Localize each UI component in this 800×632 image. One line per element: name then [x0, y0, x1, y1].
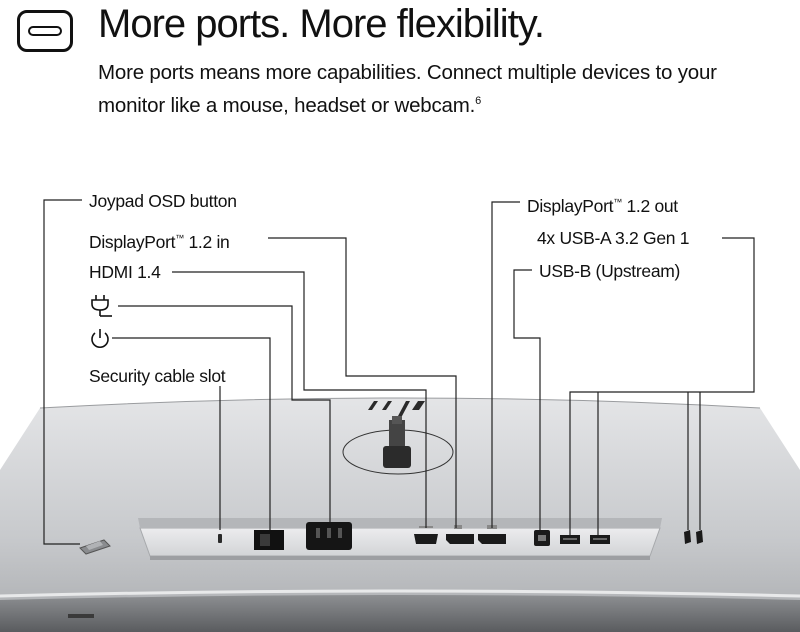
security-cable-slot	[218, 534, 222, 543]
header: More ports. More flexibility. More ports…	[0, 0, 800, 120]
page-subtitle: More ports means more capabilities. Conn…	[98, 61, 717, 117]
callout-security-cable-slot: Security cable slot	[89, 366, 226, 386]
power-switch	[254, 530, 284, 550]
callout-leader-lines	[43, 199, 755, 545]
usb-a-ports	[560, 535, 610, 544]
usb-a-side-ports	[684, 530, 703, 544]
callout-usb-a: 4x USB-A 3.2 Gen 1	[537, 228, 690, 248]
hp-logo-icon	[368, 401, 425, 416]
power-button-icon	[91, 329, 109, 348]
callout-joypad-osd-button: Joypad OSD button	[89, 191, 237, 211]
monitor-bottom-edge	[0, 595, 800, 632]
callout-usb-b-upstream: USB-B (Upstream)	[539, 261, 681, 281]
usb-c-port-icon	[17, 10, 73, 52]
usb-b-port	[534, 530, 550, 546]
power-plug-icon	[91, 295, 112, 317]
callout-displayport-out: DisplayPort™ 1.2 out	[527, 195, 678, 216]
callout-displayport-in: DisplayPort™ 1.2 in	[89, 231, 230, 252]
displayport-in-port	[446, 525, 474, 544]
monitor-back-shell	[0, 398, 800, 632]
page-title: More ports. More flexibility.	[98, 2, 545, 46]
callout-hdmi: HDMI 1.4	[89, 262, 161, 282]
power-connector	[306, 522, 352, 550]
joypad-button	[79, 539, 111, 555]
